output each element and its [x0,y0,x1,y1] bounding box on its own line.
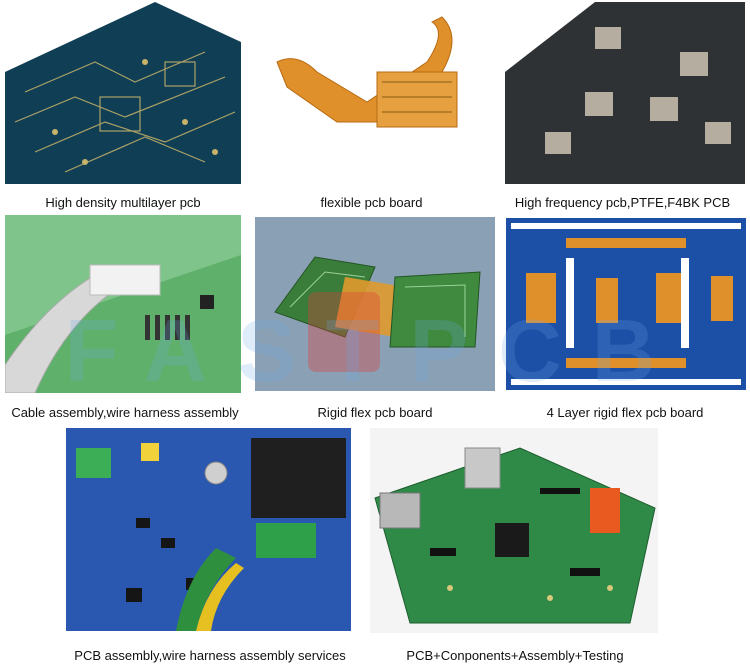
pcb-components-assembly-testing-photo [370,428,658,633]
caption-hdi-multilayer: High density multilayer pcb [45,195,201,210]
caption-flexible-pcb: flexible pcb board [320,195,423,210]
caption-four-layer-rigid-flex: 4 Layer rigid flex pcb board [546,405,704,420]
cable-assembly-photo [5,215,241,393]
caption-high-frequency: High frequency pcb,PTFE,F4BK PCB [514,195,731,210]
rigid-flex-pcb-photo [255,217,495,391]
caption-pcb-assembly: PCB assembly,wire harness assembly servi… [74,648,346,663]
caption-cable-assembly: Cable assembly,wire harness assembly [11,405,239,420]
watermark-logo [308,292,380,372]
hdi-multilayer-pcb-photo [5,2,241,184]
high-frequency-ptfe-pcb-photo [505,2,745,184]
four-layer-rigid-flex-photo [506,218,746,390]
caption-pcb-components: PCB+Conponents+Assembly+Testing [406,648,624,663]
flexible-pcb-photo [257,2,486,184]
caption-rigid-flex: Rigid flex pcb board [317,405,433,420]
pcb-assembly-wire-harness-photo [66,428,351,631]
